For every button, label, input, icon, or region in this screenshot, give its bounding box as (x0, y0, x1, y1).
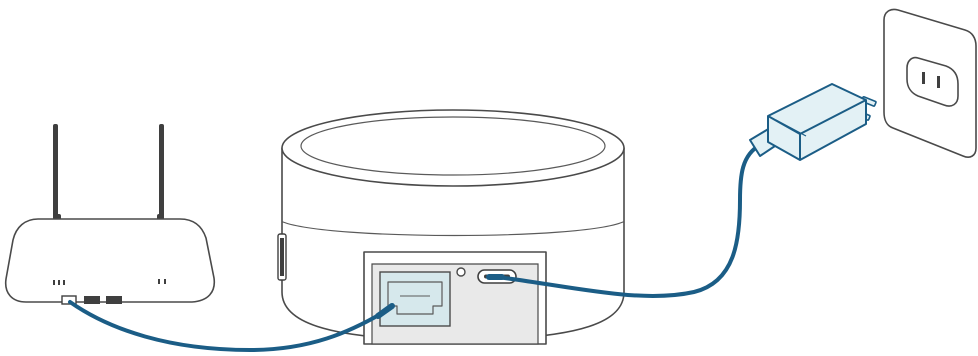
router-port-wan (61, 295, 77, 305)
router-ports (61, 295, 122, 305)
router-indicator-lights (53, 279, 166, 285)
router-port-lan-2 (106, 296, 122, 304)
hub-band-line (282, 221, 624, 237)
router-port-lan-1 (84, 296, 100, 304)
power-adapter-icon (749, 83, 877, 161)
router-antenna-left (53, 124, 61, 224)
ethernet-cable-connector (375, 303, 395, 319)
wall-outlet-icon (883, 8, 977, 158)
hub-port-panel (363, 251, 547, 345)
wall-socket (906, 56, 959, 107)
hub-top (281, 109, 625, 187)
router-body (4, 218, 216, 303)
hub-icon (277, 109, 625, 345)
power-adapter-body (767, 83, 867, 161)
ethernet-cable (68, 300, 386, 353)
hub-ethernet-port (379, 271, 451, 327)
router-icon (4, 124, 216, 305)
hub-top-rim (300, 116, 606, 176)
usb-c-cable (495, 143, 762, 298)
hub-status-led (456, 267, 466, 277)
router-antenna-right (157, 124, 164, 224)
